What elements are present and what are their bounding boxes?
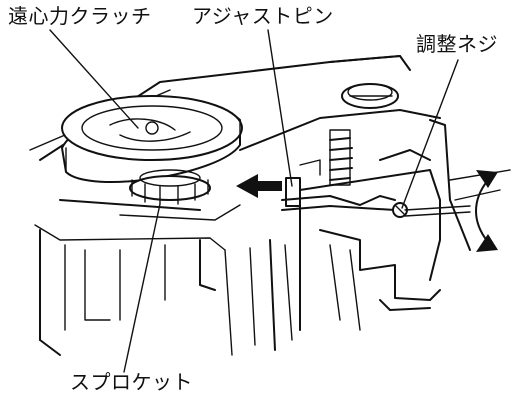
adjust-screw-part (392, 202, 471, 218)
sprocket-part (129, 169, 211, 205)
label-centrifugal-clutch: 遠心力クラッチ (8, 4, 152, 28)
upper-gear (341, 83, 399, 109)
frame-bracket (239, 109, 511, 331)
rotate-arrow-icon (475, 170, 498, 252)
label-sprocket: スプロケット (70, 370, 193, 394)
label-adjust-screw: 調整ネジ (416, 32, 498, 56)
adjust-pin-part (281, 129, 396, 211)
centrifugal-clutch-part (61, 95, 243, 183)
arrow-left-icon (236, 174, 282, 198)
leader-lines (49, 29, 459, 373)
label-adjust-pin: アジャストピン (192, 4, 334, 28)
